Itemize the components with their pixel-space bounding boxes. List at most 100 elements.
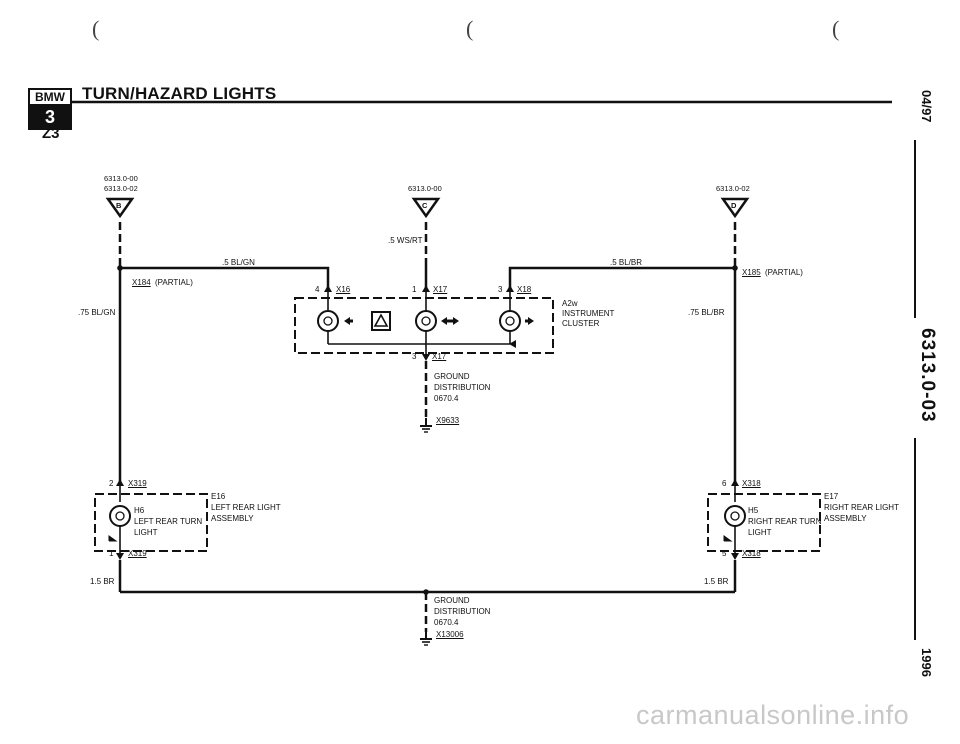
watermark-text: carmanualsonline.info	[636, 700, 910, 730]
pin-x319-bottom-number: 1	[109, 549, 114, 558]
cluster-bus-arrow	[509, 340, 516, 348]
connector-x18: X18	[517, 285, 532, 294]
scan-mark-center: (	[466, 16, 474, 41]
logo-brand: BMW	[30, 90, 70, 104]
ref-triangle-b	[105, 197, 135, 219]
right-internal-arrow	[723, 535, 733, 542]
left-bulb-id: H6	[134, 506, 145, 515]
pin-x16	[324, 285, 332, 292]
connector-x185: X185	[742, 268, 761, 277]
turn-left-arrow-icon	[344, 317, 353, 325]
ground1-line3: 0670.4	[434, 394, 459, 403]
ground2-line3: 0670.4	[434, 618, 459, 627]
ground2-line2: DISTRIBUTION	[434, 607, 491, 616]
left-internal-arrow	[108, 535, 118, 542]
ref-b-bottom-label: 6313.0-02	[104, 184, 138, 193]
cluster-bulb-right	[499, 310, 521, 332]
connector-x318-bottom: X318	[742, 549, 761, 558]
right-assy-line2: ASSEMBLY	[824, 514, 867, 523]
left-bulb-line1: LEFT REAR TURN	[134, 517, 203, 526]
ground2-id: X13006	[436, 630, 464, 639]
connector-x17-bottom: X17	[432, 352, 447, 361]
hazard-symbol-icon	[371, 311, 391, 331]
pin-x319-top	[116, 479, 124, 486]
left-turn-bulb-icon	[109, 505, 131, 527]
wire-label-left-top: .5 BL/GN	[222, 258, 255, 267]
cluster-label-line2: CLUSTER	[562, 319, 600, 328]
wire-left-blgn	[118, 262, 330, 290]
pin-x318-top-number: 6	[722, 479, 727, 488]
pin-x319-top-number: 2	[109, 479, 114, 488]
left-bulb-line2: LIGHT	[134, 528, 158, 537]
wire-label-center: .5 WS/RT	[388, 236, 423, 245]
bmw-3-logo: BMW 3	[28, 88, 72, 130]
instrument-cluster-box	[294, 297, 554, 354]
left-rear-light-box	[94, 493, 208, 552]
turn-both-arrows-icon	[441, 317, 459, 325]
side-date: 04/97	[919, 90, 934, 123]
side-code: 6313.0-03	[917, 328, 938, 423]
ground-x9633-icon	[420, 418, 432, 433]
left-assy-line2: ASSEMBLY	[211, 514, 254, 523]
right-assy-id: E17	[824, 492, 839, 501]
connector-x319-top: X319	[128, 479, 147, 488]
ref-triangle-d	[720, 197, 750, 219]
wire-label-left-bottom: 1.5 BR	[90, 577, 115, 586]
right-assy-line1: RIGHT REAR LIGHT	[824, 503, 899, 512]
connector-x318-top: X318	[742, 479, 761, 488]
ground1-line1: GROUND	[434, 372, 470, 381]
cluster-bulb-left	[317, 310, 339, 332]
right-bulb-line2: LIGHT	[748, 528, 772, 537]
pin-x17-top	[422, 285, 430, 292]
connector-x185-note: (PARTIAL)	[765, 268, 803, 277]
ref-c-label: 6313.0-00	[408, 184, 442, 193]
connector-x319-bottom: X319	[128, 549, 147, 558]
turn-right-arrow-icon	[525, 317, 534, 325]
right-rear-light-box	[707, 493, 821, 552]
ground2-line1: GROUND	[434, 596, 470, 605]
wire-label-right-top: .5 BL/BR	[610, 258, 643, 267]
model-label: Z3	[42, 125, 60, 142]
pin-x17-top-number: 1	[412, 285, 417, 294]
scan-mark-right: (	[832, 16, 840, 41]
cluster-label-line1: INSTRUMENT	[562, 309, 615, 318]
ref-triangle-c	[411, 197, 441, 219]
pin-x18-number: 3	[498, 285, 503, 294]
page-title: TURN/HAZARD LIGHTS	[82, 84, 277, 103]
pin-x17-bottom-number: 3	[412, 352, 417, 361]
right-bulb-id: H5	[748, 506, 759, 515]
wire-label-right-bottom: 1.5 BR	[704, 577, 729, 586]
left-assy-id: E16	[211, 492, 226, 501]
wire-label-left-vertical: .75 BL/GN	[78, 308, 116, 317]
ground1-id: X9633	[436, 416, 460, 425]
cluster-bulb-center	[415, 310, 437, 332]
ground1-line2: DISTRIBUTION	[434, 383, 491, 392]
right-bulb-line1: RIGHT REAR TURN	[748, 517, 822, 526]
ground-x13006-icon	[420, 632, 432, 646]
wire-label-right-vertical: .75 BL/BR	[688, 308, 725, 317]
logo-series: 3	[44, 107, 55, 127]
scan-mark-left: (	[92, 16, 100, 41]
pin-x319-bottom	[116, 553, 124, 560]
side-year: 1996	[919, 648, 934, 677]
wire-right-blbr	[508, 262, 737, 290]
ref-d-letter: D	[731, 201, 737, 210]
pin-x18	[506, 285, 514, 292]
connector-x184: X184	[132, 278, 151, 287]
right-turn-bulb-icon	[724, 505, 746, 527]
pin-x318-top	[731, 479, 739, 486]
ref-d-label: 6313.0-02	[716, 184, 750, 193]
pin-x16-number: 4	[315, 285, 320, 294]
connector-x17-top: X17	[433, 285, 448, 294]
pin-x318-bottom-number: 5	[722, 549, 727, 558]
left-assy-line1: LEFT REAR LIGHT	[211, 503, 281, 512]
pin-x17-bottom	[422, 354, 430, 361]
ref-b-top-label: 6313.0-00	[104, 174, 138, 183]
ref-b-letter: B	[116, 201, 122, 210]
pin-x318-bottom	[731, 553, 739, 560]
cluster-id: A2w	[562, 299, 578, 308]
ref-c-letter: C	[422, 201, 428, 210]
connector-x184-note: (PARTIAL)	[155, 278, 193, 287]
connector-x16: X16	[336, 285, 351, 294]
